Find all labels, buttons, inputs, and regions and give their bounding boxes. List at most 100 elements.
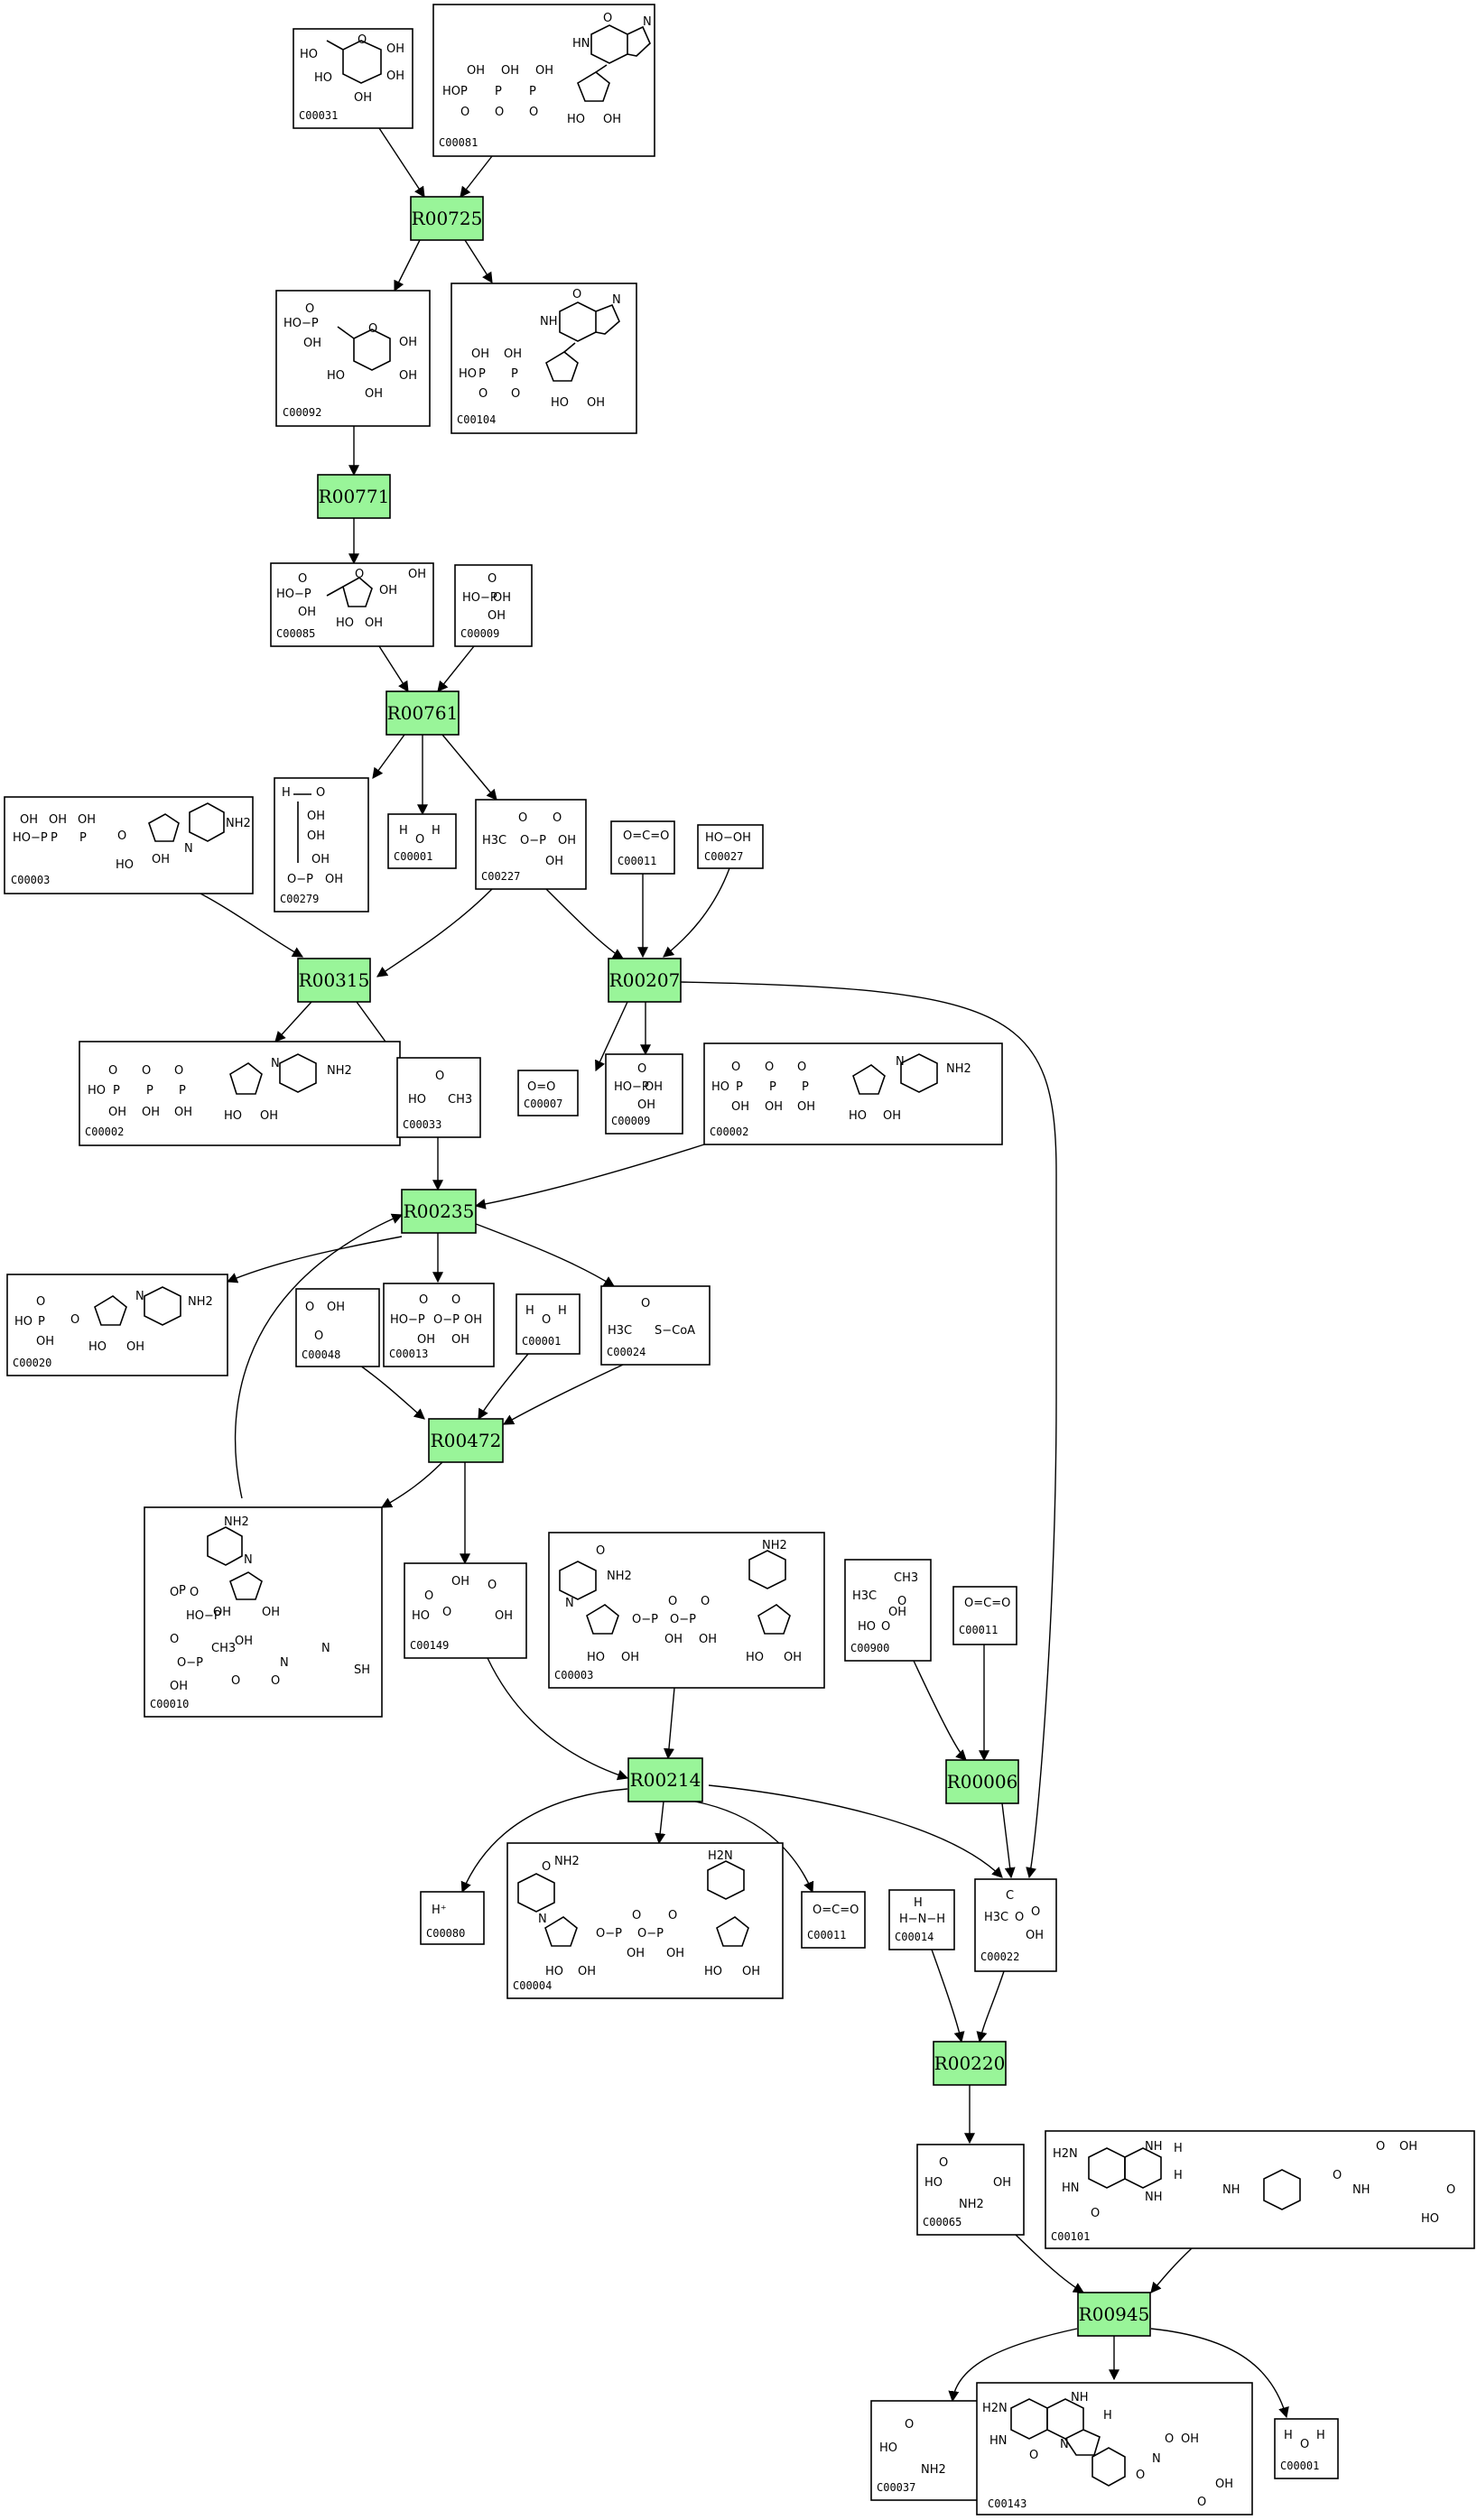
svg-text:O: O — [442, 1606, 451, 1619]
svg-text:O: O — [603, 12, 612, 25]
reaction-label: R00220 — [934, 2052, 1006, 2074]
compound-c00001-b[interactable]: H O H C00001 — [516, 1293, 581, 1355]
svg-text:OH: OH — [488, 609, 506, 623]
svg-text:OH: OH — [797, 1100, 815, 1114]
compound-c00080[interactable]: H⁺ C00080 — [420, 1891, 485, 1945]
svg-text:OH: OH — [174, 1106, 192, 1119]
svg-text:O: O — [305, 302, 314, 316]
structure-c00009-b: O HO−P OH OH — [614, 1062, 663, 1112]
structure-c00037: O HO NH2 — [879, 2418, 946, 2477]
compound-c00009-b[interactable]: O HO−P OH OH C00009 — [605, 1053, 683, 1135]
svg-text:P: P — [38, 1315, 45, 1329]
svg-text:OH: OH — [417, 1333, 435, 1347]
reaction-label: R00771 — [319, 486, 390, 507]
compound-c00011-b[interactable]: O=C=O C00011 — [952, 1586, 1017, 1645]
svg-text:N: N — [135, 1290, 144, 1303]
compound-c00009-a[interactable]: O HO−P OH OH C00009 — [454, 564, 533, 647]
compound-c00020[interactable]: HO P O OH O HO OH NH2 N C00020 — [6, 1274, 228, 1376]
compound-id: C00024 — [607, 1346, 646, 1358]
svg-text:O: O — [553, 811, 562, 825]
reaction-r00945[interactable]: R00945 — [1077, 2292, 1151, 2337]
compound-c00002-a[interactable]: HO P P P O O O OH OH OH HO OH NH2 N C000… — [79, 1041, 401, 1146]
structure-c00007: O=O — [527, 1080, 555, 1094]
compound-c00007[interactable]: O=O C00007 — [517, 1070, 579, 1116]
compound-c00002-b[interactable]: HO P P P O O O OH OH OH HO OH NH2 N C000… — [703, 1042, 1003, 1145]
reaction-r00472[interactable]: R00472 — [428, 1418, 504, 1463]
reaction-r00725[interactable]: R00725 — [410, 196, 484, 241]
structure-c00010: NH2 N O P O HO−P OH OH O O−P CH3 OH N N … — [170, 1515, 370, 1693]
svg-text:HO: HO — [412, 1609, 430, 1623]
svg-text:OH: OH — [1399, 2140, 1417, 2154]
reaction-r00771[interactable]: R00771 — [317, 474, 391, 519]
compound-c00900[interactable]: CH3 H3C O OH HO O C00900 — [844, 1559, 932, 1662]
compound-c00003-a[interactable]: HO−P P P O OH OH OH HO OH NH2 N C00003 — [4, 796, 254, 894]
compound-c00048[interactable]: O OH O C00048 — [295, 1288, 380, 1367]
structure-c00080: H⁺ — [432, 1904, 447, 1917]
edge-c00101-r00945 — [1150, 2247, 1193, 2293]
svg-text:HO: HO — [704, 1965, 722, 1978]
compound-c00027[interactable]: HO−OH C00027 — [697, 824, 764, 869]
compound-id: C00101 — [1051, 2230, 1090, 2243]
reaction-r00207[interactable]: R00207 — [608, 958, 682, 1003]
compound-c00279[interactable]: H O OH OH OH O−P OH C00279 — [274, 777, 369, 913]
reaction-r00214[interactable]: R00214 — [627, 1757, 703, 1802]
edge-r00945-c00037 — [948, 2328, 1078, 2403]
reaction-r00315[interactable]: R00315 — [297, 958, 371, 1003]
structure-c00024: O H3C S−CoA — [608, 1297, 695, 1338]
svg-text:NH2: NH2 — [921, 2463, 946, 2477]
compound-c00037[interactable]: O HO NH2 C00037 — [870, 2400, 980, 2501]
edge-r00761-c00279 — [372, 734, 405, 779]
svg-text:O: O — [596, 1544, 605, 1558]
svg-text:O: O — [358, 33, 367, 47]
svg-text:OH: OH — [307, 829, 325, 843]
compound-c00011-a[interactable]: O=C=O C00011 — [610, 820, 675, 875]
compound-c00031[interactable]: O HO HO OH OH OH C00031 — [293, 28, 413, 129]
svg-text:N: N — [643, 15, 652, 29]
compound-c00104[interactable]: O NH N HO P P OH OH O O HO OH C00104 — [451, 283, 637, 434]
compound-c00033[interactable]: O HO CH3 C00033 — [396, 1057, 481, 1138]
reaction-r00006[interactable]: R00006 — [945, 1759, 1019, 1804]
reaction-r00235[interactable]: R00235 — [401, 1189, 477, 1234]
svg-text:OH: OH — [464, 1313, 482, 1327]
svg-text:OH: OH — [307, 810, 325, 823]
svg-text:O: O — [435, 1070, 444, 1083]
compound-c00081[interactable]: O HN N HO P P P OH OH OH O O O HO OH C00… — [432, 4, 655, 157]
compound-c00101[interactable]: H2N NH H H NH HN O NH O NH O OH O HO C00… — [1045, 2130, 1475, 2249]
structure-c00092: O HO−P OH O HO OH OH OH — [283, 302, 417, 401]
compound-id: C00227 — [481, 870, 520, 883]
compound-c00092[interactable]: O HO−P OH O HO OH OH OH C00092 — [275, 290, 431, 427]
compound-c00010[interactable]: NH2 N O P O HO−P OH OH O O−P CH3 OH N N … — [144, 1506, 383, 1718]
compound-c00001-a[interactable]: H O H C00001 — [387, 813, 457, 869]
compound-c00227[interactable]: O O H3C O−P OH OH C00227 — [475, 799, 587, 890]
svg-text:CH3: CH3 — [448, 1093, 472, 1107]
compound-c00143[interactable]: H2N NH HN O N H O N OH O OH O C00143 — [976, 2382, 1253, 2515]
svg-text:O: O — [1197, 2496, 1206, 2509]
edge-r00214-c00004 — [655, 1801, 666, 1845]
edge-r00207-c00007 — [595, 1001, 628, 1072]
svg-text:C: C — [1006, 1889, 1014, 1903]
svg-text:O=C=O: O=C=O — [623, 829, 669, 843]
compound-c00014[interactable]: H H−N−H C00014 — [888, 1889, 955, 1950]
compound-c00013[interactable]: O O HO−P O−P OH OH OH C00013 — [383, 1283, 495, 1367]
compound-c00149[interactable]: OH O O HO OH O C00149 — [404, 1562, 527, 1659]
compound-id: C00065 — [923, 2216, 961, 2228]
structure-c00014: H H−N−H — [899, 1896, 945, 1926]
compound-id: C00009 — [460, 627, 499, 640]
compound-c00024[interactable]: O H3C S−CoA C00024 — [600, 1285, 711, 1366]
compound-c00022[interactable]: C H3C O O OH C00022 — [974, 1878, 1057, 1972]
compound-c00065[interactable]: O HO OH NH2 C00065 — [916, 2144, 1025, 2236]
compound-c00003-b[interactable]: O NH2 N O−P O−P O O OH OH HO OH HO OH NH… — [548, 1532, 825, 1689]
svg-text:OH: OH — [558, 834, 576, 848]
compound-c00085[interactable]: HO−P O OH O HO OH OH OH C00085 — [270, 562, 434, 647]
svg-text:O: O — [529, 106, 538, 119]
compound-id: C00003 — [11, 874, 50, 886]
svg-text:NH2: NH2 — [327, 1064, 352, 1078]
svg-text:HO−P: HO−P — [13, 831, 48, 845]
svg-text:OH: OH — [311, 853, 330, 866]
reaction-r00220[interactable]: R00220 — [933, 2041, 1007, 2086]
compound-c00004[interactable]: NH2 O N O−P O−P O O OH OH HO OH HO OH H2… — [506, 1842, 784, 1999]
svg-text:O: O — [170, 1586, 179, 1599]
compound-c00011-c[interactable]: O=C=O C00011 — [801, 1891, 866, 1949]
reaction-r00761[interactable]: R00761 — [386, 690, 460, 736]
compound-c00001-c[interactable]: H O H C00001 — [1274, 2418, 1339, 2479]
